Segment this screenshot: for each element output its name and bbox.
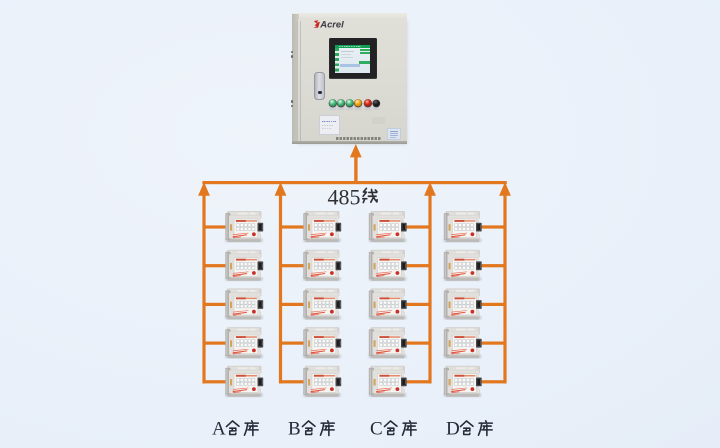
svg-text:D: D <box>446 419 460 440</box>
svg-text:B: B <box>288 419 301 440</box>
svg-text:C: C <box>370 419 383 440</box>
svg-text:A: A <box>212 419 226 440</box>
svg-text:485: 485 <box>328 185 361 210</box>
svg-text:Acrel: Acrel <box>319 19 344 30</box>
